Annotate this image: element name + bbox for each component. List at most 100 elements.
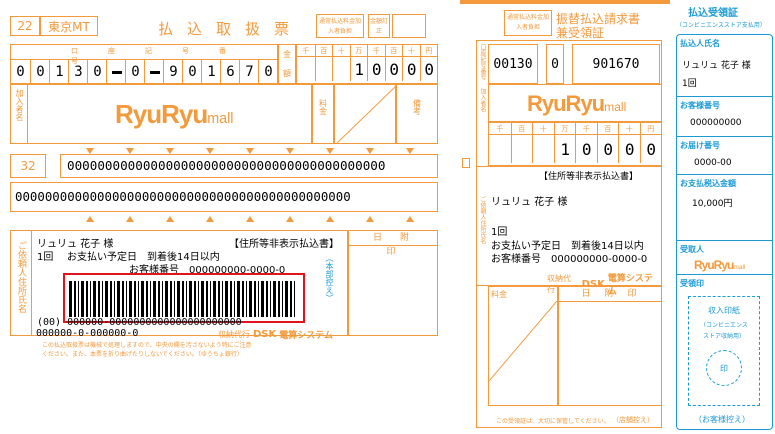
account-digit: 0: [16, 64, 25, 80]
right-title: 払込受領証: [688, 8, 738, 19]
mid-stamp-label: 日附印: [559, 287, 661, 302]
mid-acc1: 00130: [488, 44, 538, 84]
barcode-bar: [218, 281, 220, 317]
down-arrow-mark: [246, 148, 254, 154]
barcode-bar: [122, 281, 124, 317]
code32: 32: [20, 159, 36, 173]
barcode-bar: [78, 281, 79, 317]
barcode-bar: [194, 281, 196, 317]
account-digit: 0: [30, 60, 50, 84]
amount-digit: 0: [639, 135, 663, 163]
account-digit: 3: [68, 60, 88, 84]
up-arrow-mark: [86, 216, 94, 222]
barcode-bar: [242, 281, 244, 317]
delivery-label: お届け番号: [680, 141, 720, 150]
count: 1回: [37, 252, 54, 263]
barcode: [69, 281, 295, 317]
amount-digit: [297, 57, 315, 81]
account-digit: [144, 60, 164, 84]
payment-note: お支払い予定日 到着後14日以内: [67, 252, 220, 263]
up-arrow-mark: [286, 216, 294, 222]
barcode-bar: [114, 281, 115, 317]
amount-digit: [489, 135, 511, 163]
ocr-line1: (00) 000000-0000000000000000000000: [37, 317, 242, 328]
ocr-row2-text: 0000000000000000000000000000000000000000…: [15, 189, 351, 204]
up-arrows: [8, 214, 440, 224]
amount-unit: 円: [419, 45, 437, 57]
up-arrow-mark: [126, 216, 134, 222]
payee-logo-sub: mall: [207, 111, 234, 127]
mid-agent-mark: 収納代行 DSK 電算システム: [547, 271, 661, 297]
payer-label: 払込人氏名: [680, 39, 720, 48]
barcode-bar: [81, 281, 84, 317]
barcode-bar: [90, 281, 91, 317]
footer1: この払込取扱票は機械で処理しますので、中央の欄を汚さないよう特にご注意: [42, 342, 252, 349]
payee-logo: RyuRyumall: [115, 99, 233, 130]
mid-fee-diagonal: [489, 301, 557, 381]
account-separator: [149, 70, 160, 74]
mid-acc3: 901670: [572, 44, 660, 84]
account-header: 口座記号番号: [71, 47, 256, 65]
barcode-bar: [230, 281, 232, 317]
account-digit: 7: [239, 60, 259, 84]
barcode-bar: [294, 281, 295, 317]
barcode-bar: [210, 281, 211, 317]
right-slip: 払込受領証 （コンビニエンスストア支払用） 払込人氏名 リュリュ 花子 様 1回…: [674, 0, 775, 434]
mid-title2: 兼受領証: [556, 26, 605, 40]
middle-top-bar: [460, 0, 670, 4]
mid-logo-sub: mall: [604, 100, 627, 114]
barcode-bar: [126, 281, 127, 317]
mid-acc3-text: 901670: [592, 56, 640, 72]
mid-logo: RyuRyumall: [527, 91, 626, 117]
gaku-label: 額: [283, 69, 291, 78]
region-label: 東京MT: [48, 19, 90, 34]
barcode-bar: [177, 281, 180, 317]
seal-circle: 印: [706, 350, 742, 386]
mid-acc2: 0: [546, 44, 564, 84]
remarks-label: 備考: [412, 99, 422, 115]
barcode-bar: [102, 281, 103, 317]
fee-bearer-box: 通常払込料金加入者負担: [316, 14, 364, 38]
ocr-row1-text: 0000000000000000000000000000000000000000…: [67, 158, 386, 173]
amount-digit: 1: [553, 135, 577, 163]
down-arrow-mark: [206, 148, 214, 154]
barcode-bar: [74, 281, 76, 317]
mid-agent-label: 収納代行: [547, 274, 571, 294]
region-box: 東京MT: [40, 16, 98, 36]
revenue-stamp-box: 収入印紙 （コンビニエンス ストア収納用） 印: [688, 296, 760, 406]
fee-diagonal: [336, 86, 395, 143]
amount-unit: 千: [297, 45, 315, 57]
customer-no: お客様番号 000000000-0000-0: [129, 265, 286, 276]
account-digit: 0: [258, 60, 278, 84]
stamp-text1: 収入印紙: [708, 306, 740, 315]
amount-digit: 0: [596, 135, 620, 163]
barcode-bar: [237, 281, 240, 317]
mid-logo-main: RyuRyu: [527, 91, 605, 116]
account-digit: 1: [49, 60, 69, 84]
slip-title: 払込取扱票: [158, 20, 304, 38]
amount-digit: 0: [367, 57, 386, 81]
barcode-bar: [270, 281, 271, 317]
right-subtitle: （コンビニエンスストア支払用）: [676, 22, 766, 29]
mid-acc2-text: 0: [551, 56, 559, 72]
delivery-no: 0000-00: [694, 158, 732, 168]
mid-acc1-text: 00130: [493, 56, 533, 72]
kane-gaku-box: 金 額: [278, 44, 296, 84]
depositor-label: ご依頼人住所氏名: [16, 241, 26, 313]
correction-stamp-box: [392, 14, 426, 38]
receiver-logo: RyuRyumall: [694, 258, 745, 272]
up-arrow-mark: [246, 216, 254, 222]
payee-label: 加入者名: [15, 89, 24, 121]
barcode-bar: [138, 281, 139, 317]
barcode-bar: [206, 281, 208, 317]
barcode-bar: [198, 281, 199, 317]
amount-label: お支払税込金額: [680, 179, 736, 188]
ocr-row2: 0000000000000000000000000000000000000000…: [10, 182, 438, 212]
customer-no-label: お客様番号: [680, 101, 720, 110]
mid-footer: この受領証は、大切に保管してください。: [496, 418, 610, 425]
address-hidden: 【住所等非表示払込書】: [229, 239, 339, 250]
barcode-bar: [186, 281, 187, 317]
